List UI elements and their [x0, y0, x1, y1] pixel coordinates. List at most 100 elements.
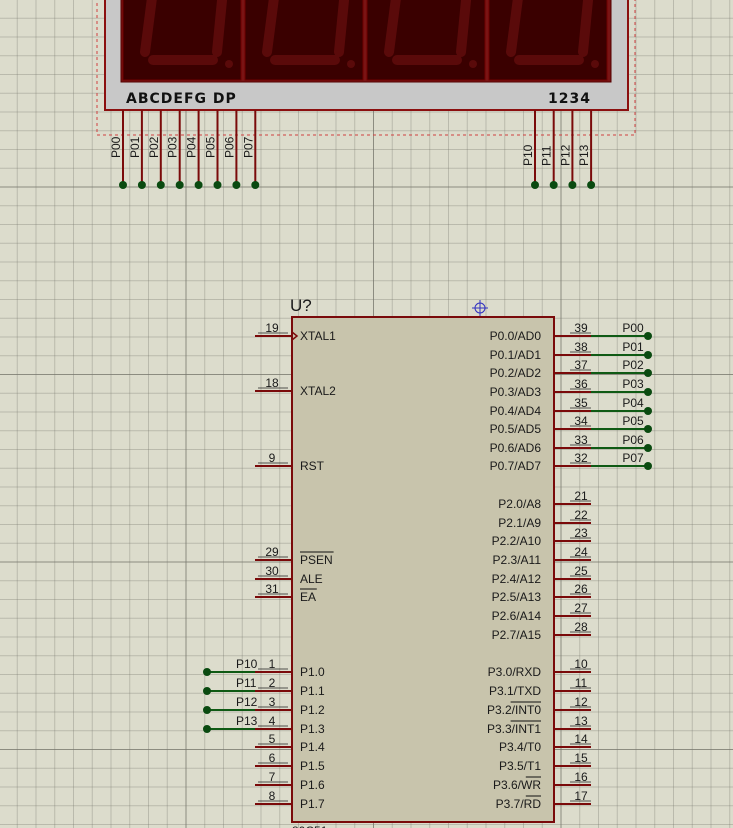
- decimal-point: [347, 60, 355, 68]
- junction-dot: [644, 444, 652, 452]
- net-label: P06: [622, 433, 644, 447]
- digit-2: [244, 0, 364, 81]
- pin-number: 11: [575, 676, 588, 690]
- pin-number: 28: [574, 620, 588, 634]
- pin-number: 25: [574, 564, 588, 578]
- pin-number: 14: [574, 732, 588, 746]
- pin-number: 3: [269, 695, 276, 709]
- net-label: P11: [236, 676, 257, 690]
- pin-number: 17: [574, 789, 588, 803]
- pin-label: P3.0/RXD: [488, 665, 542, 679]
- pin-label: P0.4/AD4: [490, 404, 542, 418]
- left-pin-6[interactable]: 6P1.5: [255, 751, 325, 773]
- pin-number: 13: [574, 714, 588, 728]
- junction-dot: [203, 706, 211, 714]
- pin-label: P3.7/RD: [496, 797, 542, 811]
- pin-number: 1: [269, 657, 276, 671]
- junction-dot: [587, 181, 596, 189]
- pin-label: P2.6/A14: [492, 609, 542, 623]
- junction-dot: [644, 332, 652, 340]
- segment-net-label: P07: [241, 136, 255, 158]
- decimal-point: [225, 60, 233, 68]
- digit-4: [488, 0, 608, 81]
- digit-net-label: P11: [540, 145, 554, 166]
- clock-input-icon: [291, 331, 299, 341]
- pin-number: 5: [269, 732, 276, 746]
- pin-label: P0.0/AD0: [490, 329, 542, 343]
- digit-3: [366, 0, 486, 81]
- pin-number: 35: [574, 396, 588, 410]
- pin-label: EA: [300, 590, 316, 604]
- pin-label: P3.5/T1: [499, 759, 541, 773]
- junction-dot: [232, 181, 241, 189]
- junction-dot: [644, 388, 652, 396]
- junction-dot: [531, 181, 539, 189]
- left-pin-8[interactable]: 8P1.7: [255, 789, 325, 811]
- junction-dot: [213, 181, 222, 189]
- segment-net-label: P05: [204, 136, 218, 158]
- junction-dot: [175, 181, 184, 189]
- net-label: P02: [622, 358, 644, 372]
- pin-label: P1.3: [300, 722, 325, 736]
- pin-label: P1.1: [300, 684, 325, 698]
- pin-number: 26: [574, 582, 588, 596]
- pin-label: P2.3/A11: [493, 553, 542, 567]
- junction-dot: [203, 725, 211, 733]
- pin-label: P2.1/A9: [498, 516, 541, 530]
- pin-number: 30: [265, 564, 279, 578]
- crosshair-origin-icon: [472, 300, 488, 316]
- pin-label: ALE: [300, 572, 323, 586]
- mcu-body[interactable]: [291, 316, 555, 823]
- mcu-80c51[interactable]: U?80C5119XTAL118XTAL29RST29PSEN30ALE31EA…: [203, 296, 652, 828]
- pin-label: P0.5/AD5: [490, 422, 542, 436]
- junction-dot: [644, 462, 652, 470]
- segment-net-label: P03: [166, 136, 180, 158]
- pin-label: P0.7/AD7: [490, 459, 542, 473]
- segment-net-label: P02: [147, 136, 161, 158]
- junction-dot: [137, 181, 146, 189]
- left-pin-7[interactable]: 7P1.6: [255, 770, 325, 792]
- pin-label: P3.4/T0: [499, 740, 541, 754]
- digit-segments-off: [262, 0, 350, 65]
- pin-label: P2.7/A15: [492, 628, 542, 642]
- pin-number: 29: [265, 545, 279, 559]
- left-pin-5[interactable]: 5P1.4: [255, 732, 325, 754]
